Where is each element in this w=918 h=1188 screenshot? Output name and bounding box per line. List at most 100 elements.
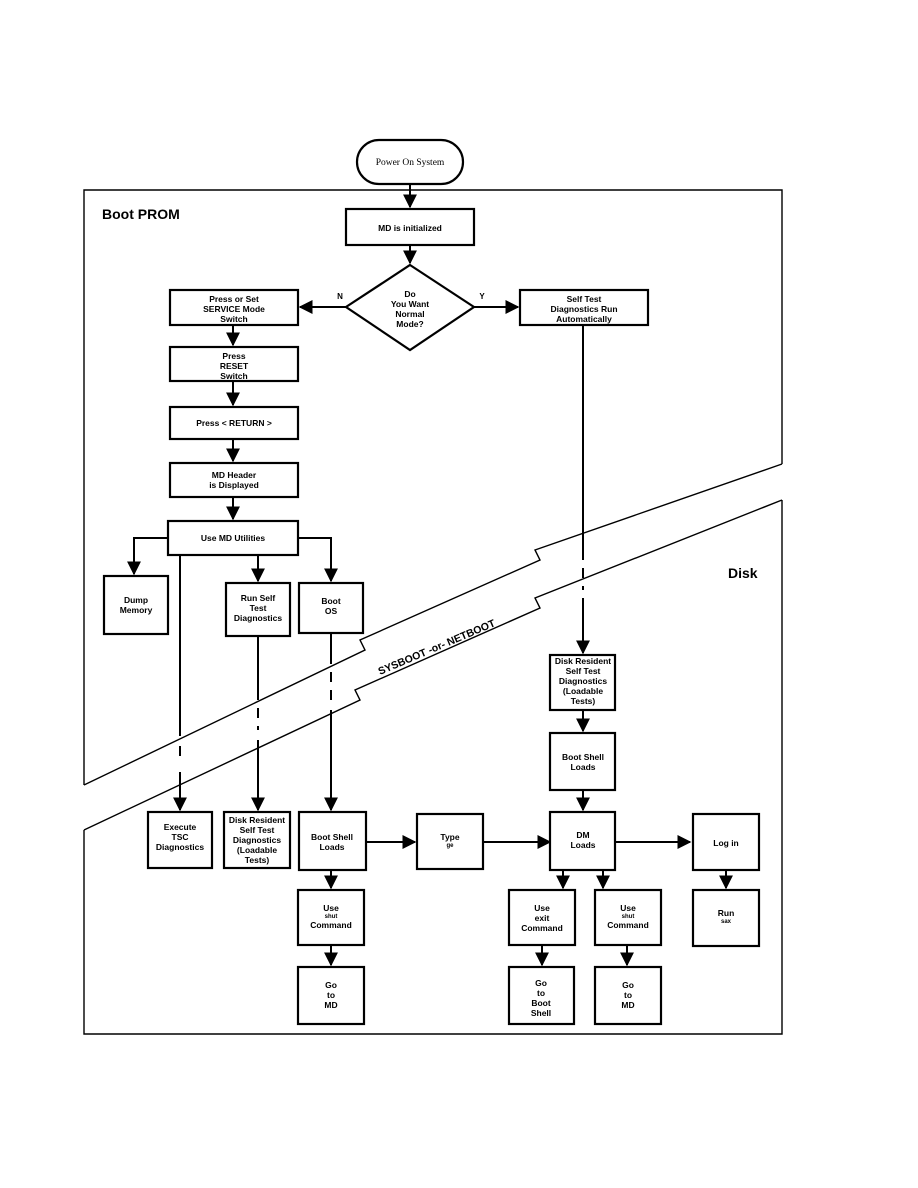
boot-shell-right-box bbox=[548, 731, 617, 792]
node-line: exit bbox=[535, 913, 550, 923]
node-line: Disk Resident bbox=[555, 656, 611, 666]
node-line: Boot bbox=[531, 998, 551, 1008]
use-md-utilities-text: Use MD Utilities bbox=[201, 533, 266, 543]
disk-resident-right-box bbox=[548, 653, 617, 712]
node-line: Loads bbox=[570, 762, 595, 772]
node-line: Boot Shell bbox=[562, 752, 604, 762]
normal-mode-decision bbox=[344, 263, 476, 352]
node-line: Switch bbox=[220, 371, 247, 381]
node-line: Diagnostics bbox=[233, 835, 281, 845]
node-line: OS bbox=[325, 606, 338, 616]
node-line: Tests) bbox=[571, 696, 596, 706]
node-line: (Loadable bbox=[237, 845, 277, 855]
node-line: MD is initialized bbox=[378, 223, 442, 233]
node-line: Press < RETURN > bbox=[196, 418, 272, 428]
node-line: RESET bbox=[220, 361, 249, 371]
divider-lower-line bbox=[83, 499, 783, 831]
node-line: Press or Set bbox=[209, 294, 259, 304]
boot-shell-left-box bbox=[297, 810, 368, 872]
no-branch-label: N bbox=[337, 292, 343, 301]
node-line: Tests) bbox=[245, 855, 270, 865]
go-md-right-box bbox=[593, 965, 663, 1026]
node-line: MD Header bbox=[212, 470, 257, 480]
use-exit-box bbox=[507, 888, 577, 947]
node-line: Normal bbox=[395, 309, 424, 319]
node-line: Use bbox=[323, 903, 339, 913]
node-line: Run bbox=[718, 908, 735, 918]
node-line: Command bbox=[310, 920, 352, 930]
use-shut-left-box bbox=[296, 888, 366, 947]
node-line: to bbox=[537, 988, 545, 998]
md-header-box bbox=[168, 461, 300, 499]
node-line: Diagnostics bbox=[234, 613, 282, 623]
node-line: Use MD Utilities bbox=[201, 533, 266, 543]
node-line: Do bbox=[404, 289, 415, 299]
node-line: MD bbox=[621, 1000, 634, 1010]
type-ge-box bbox=[415, 812, 485, 871]
node-line: Loads bbox=[570, 840, 595, 850]
self-test-auto-box bbox=[518, 288, 650, 327]
node-line: You Want bbox=[391, 299, 429, 309]
node-line: Self Test bbox=[240, 825, 275, 835]
sysboot-netboot-label: SYSBOOT -or- NETBOOT bbox=[376, 617, 497, 678]
log-in-text: Log in bbox=[713, 838, 739, 848]
node-line: to bbox=[327, 990, 335, 1000]
node-line: ge bbox=[446, 843, 454, 849]
node-line: Use bbox=[534, 903, 550, 913]
node-line: Use bbox=[620, 903, 636, 913]
connectors bbox=[127, 184, 733, 967]
press-return-text: Press < RETURN > bbox=[196, 418, 272, 428]
node-line: Dump bbox=[124, 595, 148, 605]
node-line: Run Self bbox=[241, 593, 276, 603]
node-line: Diagnostics Run bbox=[550, 304, 617, 314]
node-line: Loads bbox=[319, 842, 344, 852]
node-line: SERVICE Mode bbox=[203, 304, 265, 314]
dm-loads-box bbox=[548, 810, 617, 872]
power-on-terminal bbox=[355, 138, 465, 186]
yes-branch-label: Y bbox=[479, 292, 485, 301]
press-return-box bbox=[168, 405, 300, 441]
node-line: DM bbox=[576, 830, 589, 840]
power-on-text: Power On System bbox=[376, 158, 445, 168]
node-line: Go bbox=[535, 978, 547, 988]
node-line: Power On System bbox=[376, 158, 445, 168]
boot-prom-region-border bbox=[83, 189, 783, 785]
use-md-utilities-box bbox=[166, 519, 300, 557]
go-boot-shell-box bbox=[507, 965, 576, 1026]
node-line: Memory bbox=[120, 605, 153, 615]
run-sax-box bbox=[691, 888, 761, 948]
node-line: Self Test bbox=[567, 294, 602, 304]
node-line: Type bbox=[440, 832, 459, 842]
node-line: MD bbox=[324, 1000, 337, 1010]
node-line: Go bbox=[325, 980, 337, 990]
node-line: Diagnostics bbox=[156, 842, 204, 852]
node-line: Log in bbox=[713, 838, 739, 848]
log-in-box bbox=[691, 812, 761, 872]
dump-memory-box bbox=[102, 574, 170, 636]
node-line: to bbox=[624, 990, 632, 1000]
use-shut-right-box bbox=[593, 888, 663, 947]
press-reset-box bbox=[168, 345, 300, 383]
node-line: Self Test bbox=[566, 666, 601, 676]
node-line: Automatically bbox=[556, 314, 612, 324]
disk-region-border bbox=[83, 500, 783, 1035]
node-line: shut bbox=[325, 914, 338, 920]
press-set-service-box bbox=[168, 288, 300, 327]
node-line: Execute bbox=[164, 822, 197, 832]
